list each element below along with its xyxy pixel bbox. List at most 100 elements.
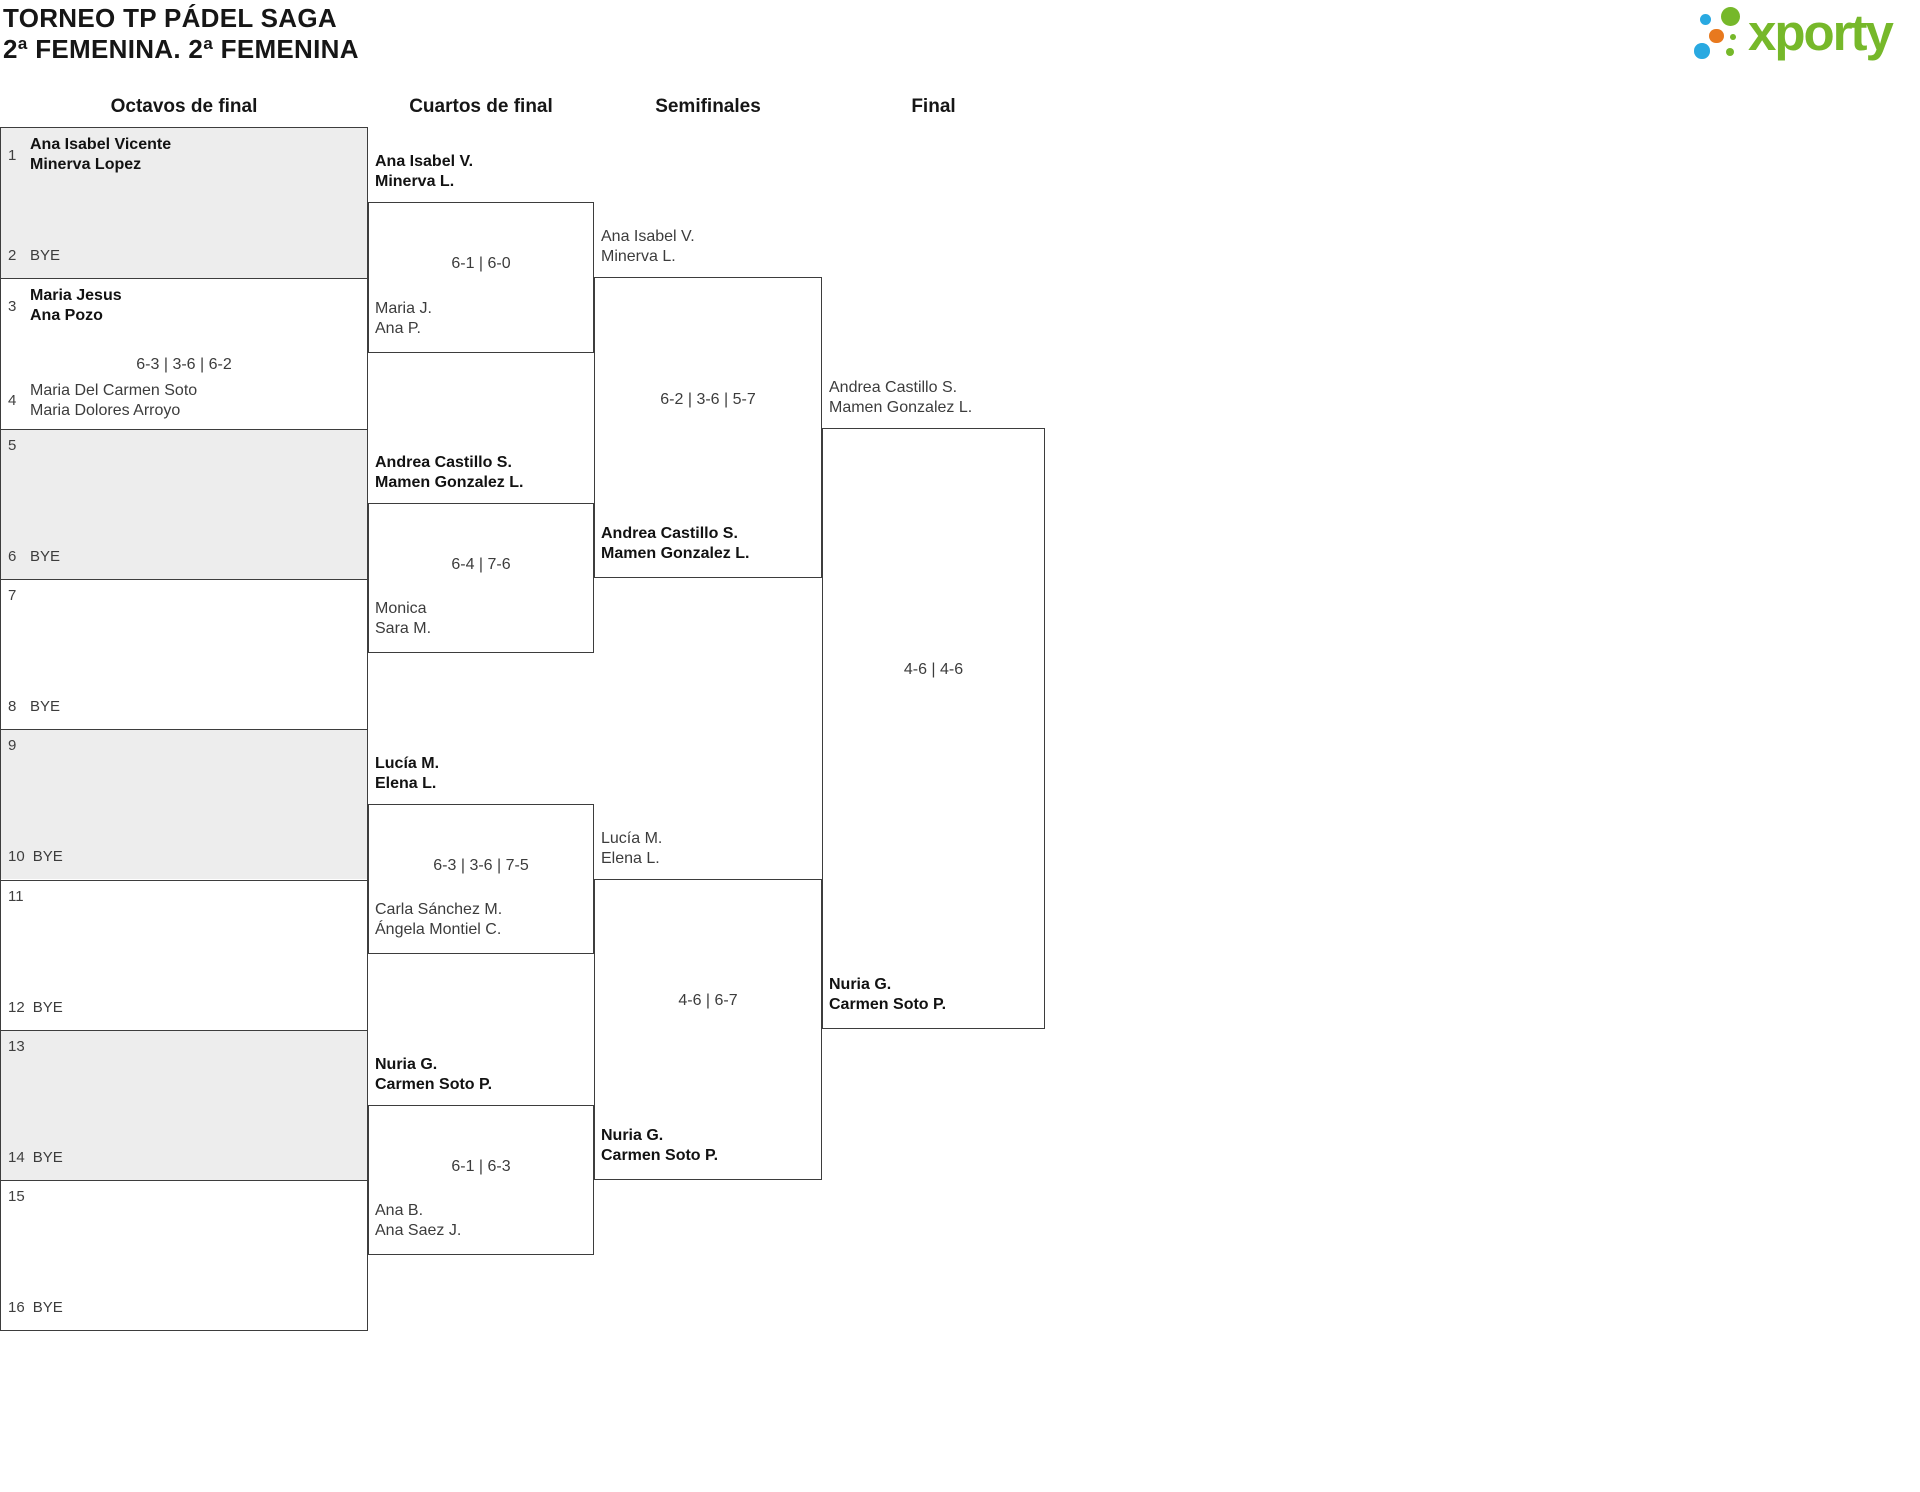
team-name-line: Ana Saez J. (375, 1222, 462, 1239)
semifinales-match-2-score: 4-6 | 6-7 (678, 992, 738, 1010)
final-match-1-score: 4-6 | 4-6 (903, 661, 964, 679)
seed-number: 12 (8, 998, 25, 1016)
team-name-line: Mamen Gonzalez L. (601, 545, 750, 563)
team-name-line: Carmen Soto P. (829, 996, 947, 1014)
final-match-1-bottom-team: Nuria G.Carmen Soto P. (829, 975, 946, 1015)
cuartos-match-4-bottom-team: Ana B. Ana Saez J. (375, 1201, 461, 1241)
seed-number: 5 (8, 436, 17, 454)
tournament-title: TORNEO TP PÁDEL SAGA (3, 3, 337, 33)
match-score: 6-3 | 3-6 | 6-2 (136, 356, 232, 374)
team-name-line: Ana Pozo (30, 307, 103, 325)
round-header-4: Final (911, 96, 956, 117)
seed-number: 13 (8, 1037, 25, 1055)
cuartos-match-1-score: 6-1 | 6-0 (451, 255, 511, 273)
logo-text: xporty (1748, 4, 1894, 61)
r16-slot-5: 5 (8, 437, 22, 454)
team-name-line: Carmen Soto P. (375, 1075, 493, 1093)
semifinales-match-2-bottom-team: Nuria G. Carmen Soto P. (601, 1126, 718, 1166)
team-name-line: Andrea Castillo S. (601, 525, 738, 543)
r16-slot-15: 15 (8, 1188, 25, 1205)
seed-number: 10 (8, 848, 25, 866)
seed-number: 15 (8, 1188, 25, 1206)
bye-label: BYE (30, 247, 61, 265)
r16-slot-7: 7 (8, 587, 22, 604)
logo-mark-dots (1688, 2, 1746, 66)
cuartos-match-1-bottom-team: Maria J. Ana P. (375, 299, 432, 339)
cuartos-match-4-score: 6-1 | 6-3 (451, 1157, 511, 1175)
bye-label: BYE (32, 1299, 63, 1317)
team-name-line: Nuria G. (375, 1055, 438, 1073)
team-name-line: Minerva L. (375, 173, 455, 191)
semifinales-match-1-score: 6-2 | 3-6 | 5-7 (660, 390, 756, 408)
team-name-line: Monica (375, 600, 427, 618)
team-name-line: Minerva L. (601, 248, 676, 266)
team-name-line: Mamen Gonzalez L. (375, 474, 524, 491)
orange-dot-icon (1709, 28, 1724, 44)
cuartos-match-3-box (368, 803, 594, 955)
round-header-3: Semifinales (655, 96, 761, 117)
round-header-2: Cuartos de final (409, 96, 553, 117)
team-name-line: Ana B. (375, 1202, 424, 1219)
team-name-line: Ana P. (375, 319, 421, 337)
cuartos-match-2-score: 6-4 | 7-6 (451, 556, 511, 574)
page-title: TORNEO TP PÁDEL SAGA 2ª FEMENINA. 2ª FEM… (3, 3, 359, 65)
semifinales-match-1-box (594, 277, 822, 579)
team-name-line: Andrea Castillo S. (829, 378, 958, 396)
seed-number: 7 (8, 586, 17, 604)
final-match-1-top-team: Andrea Castillo S.Mamen Gonzalez L. (829, 378, 972, 418)
r16-slot-11: 11 (8, 888, 24, 905)
team-name-line: Maria Jesus (30, 287, 122, 305)
seed-number: 3 (8, 297, 17, 315)
cuartos-match-3-bottom-team: Carla Sánchez M.Ángela Montiel C. (375, 900, 502, 940)
semifinales-match-2-top-team: Lucía M.Elena L. (601, 829, 662, 869)
team-name-line: Carmen Soto P. (601, 1146, 719, 1164)
team-name-line: Ana Isabel V. (601, 228, 695, 246)
cuartos-match-2-box (368, 503, 594, 654)
team-name-line: Nuria G. (601, 1126, 664, 1144)
category-title: 2ª FEMENINA. 2ª FEMENINA (3, 34, 359, 64)
team-name-line: Maria Del Carmen Soto (30, 381, 198, 399)
cuartos-match-1-top-team: Ana Isabel V. Minerva L. (375, 152, 473, 192)
blue-dot-icon (1699, 13, 1711, 25)
green-dot-icon (1730, 34, 1736, 40)
team-name-line: Ana Isabel V. (375, 153, 474, 171)
bye-label: BYE (32, 848, 63, 866)
team-name-line: Lucía M. (601, 830, 663, 847)
seed-number: 4 (8, 392, 17, 410)
semifinales-match-1-top-team: Ana Isabel V. Minerva L. (601, 227, 695, 267)
final-match-1-box (822, 427, 1045, 1030)
team-name-line: Maria Dolores Arroyo (30, 401, 181, 419)
cuartos-match-2-top-team: Andrea Castillo S.Mamen Gonzalez L. (375, 453, 523, 493)
team-name-line: Ana Isabel Vicente (30, 136, 172, 153)
round-header-1: Octavos de final (110, 96, 258, 117)
team-name-line: Elena L. (375, 774, 437, 792)
team-name-line: Sara M. (375, 620, 432, 638)
team-name-line: Maria J. (375, 299, 432, 317)
semifinales-match-1-bottom-team: Andrea Castillo S. Mamen Gonzalez L. (601, 524, 749, 564)
semifinales-match-2-box (594, 879, 822, 1180)
cuartos-match-3-score: 6-3 | 3-6 | 7-5 (433, 856, 529, 874)
xporty-logo: xporty (1688, 2, 1920, 68)
bye-label: BYE (30, 698, 61, 716)
r16-slot-9: 9 (8, 737, 22, 754)
seed-number: 11 (8, 887, 24, 905)
cuartos-match-4-top-team: Nuria G. Carmen Soto P. (375, 1055, 492, 1095)
r16-match-5: 9 10 BYE (1, 729, 367, 880)
r16-slot-10: 10 BYE (8, 848, 63, 865)
